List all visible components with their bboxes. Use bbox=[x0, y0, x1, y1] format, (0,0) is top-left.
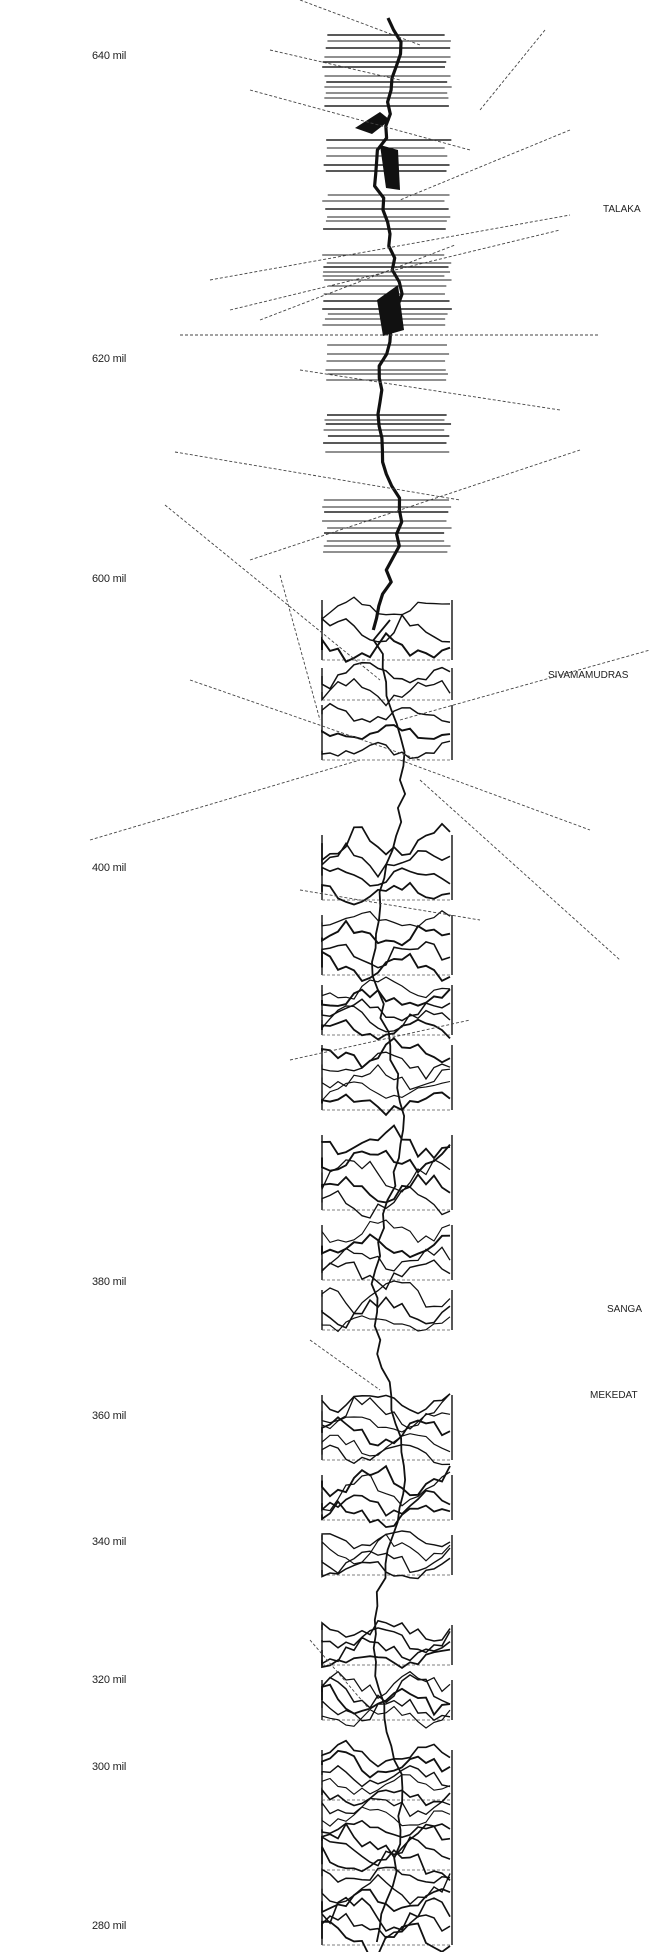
section-profile bbox=[322, 1394, 450, 1414]
section-profile bbox=[322, 1837, 450, 1866]
guide-line bbox=[310, 1640, 370, 1710]
section-profile bbox=[322, 883, 450, 905]
section-profile bbox=[322, 1297, 450, 1327]
guide-line bbox=[280, 575, 320, 720]
section-profile bbox=[322, 1775, 450, 1795]
section-profile bbox=[322, 633, 450, 661]
guide-line bbox=[90, 760, 360, 840]
section-profile bbox=[322, 1160, 450, 1192]
section-profile bbox=[322, 999, 450, 1020]
section-profile bbox=[322, 1145, 450, 1173]
section-profile bbox=[322, 1260, 450, 1289]
section-profile bbox=[322, 1799, 450, 1817]
section-profile bbox=[322, 921, 450, 945]
section-profile bbox=[322, 911, 450, 927]
section-profile bbox=[322, 1394, 450, 1429]
guide-line bbox=[210, 215, 570, 280]
section-profile bbox=[322, 725, 450, 739]
guide-line bbox=[250, 450, 580, 560]
guide-line bbox=[270, 50, 400, 80]
section-profile bbox=[322, 1621, 450, 1641]
section-profile bbox=[322, 1126, 450, 1159]
guide-line bbox=[165, 505, 380, 680]
guide-line bbox=[300, 370, 560, 410]
section-profile bbox=[322, 1790, 450, 1806]
section-profile bbox=[322, 1650, 450, 1668]
guide-line bbox=[420, 780, 620, 960]
section-profile bbox=[322, 1093, 450, 1115]
guide-line bbox=[300, 890, 480, 920]
section-profile bbox=[322, 1766, 450, 1787]
section-profile bbox=[322, 1220, 450, 1242]
section-profile bbox=[322, 1821, 450, 1838]
section-profile bbox=[322, 977, 450, 999]
guide-line bbox=[400, 760, 590, 830]
guide-line bbox=[250, 90, 470, 150]
guide-line bbox=[400, 650, 650, 720]
section-profile bbox=[322, 741, 450, 758]
section-profile bbox=[322, 1867, 450, 1882]
channel-fill bbox=[377, 285, 404, 336]
section-profile bbox=[322, 615, 450, 642]
section-profile bbox=[322, 1922, 450, 1952]
section-profile bbox=[322, 597, 450, 619]
section-profile bbox=[322, 1038, 450, 1067]
section-profile bbox=[322, 1175, 450, 1203]
guide-line bbox=[300, 0, 420, 45]
guide-line bbox=[175, 452, 460, 500]
section-profile bbox=[322, 1020, 450, 1040]
section-profile bbox=[322, 1638, 450, 1664]
guide-line bbox=[480, 30, 545, 110]
guide-line bbox=[310, 1340, 380, 1390]
channel-fill bbox=[380, 145, 400, 190]
section-profile bbox=[322, 1914, 450, 1938]
section-profile bbox=[322, 1741, 450, 1767]
